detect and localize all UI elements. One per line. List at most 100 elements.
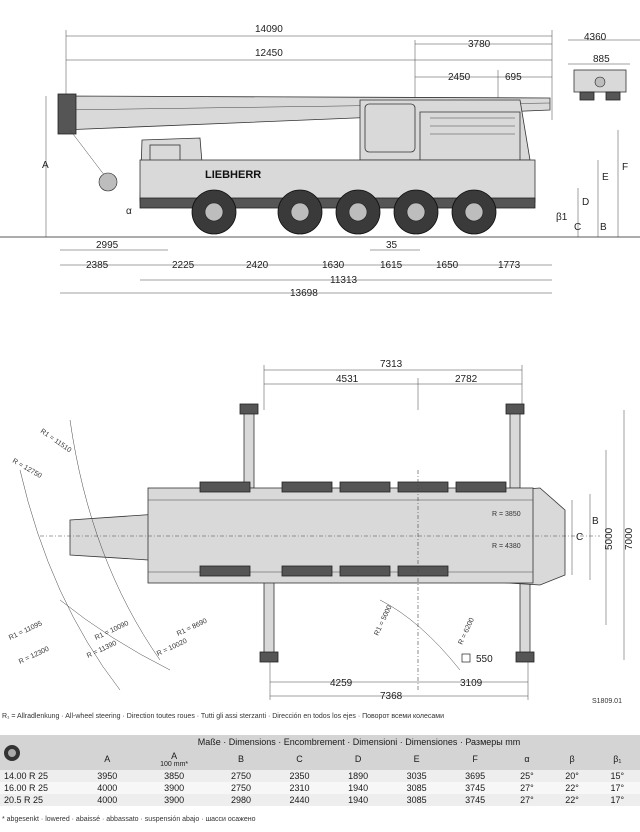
- table-cell: 22°: [549, 782, 595, 794]
- dim-2225: 2225: [172, 260, 195, 271]
- dim-2420: 2420: [246, 260, 269, 271]
- dim-13698: 13698: [290, 288, 318, 299]
- dim-2995: 2995: [96, 240, 119, 251]
- table-cell: 17°: [594, 794, 640, 806]
- operator-cab: [364, 103, 416, 153]
- table-cell: 25°: [504, 770, 550, 782]
- dimensions-table: Maße · Dimensions · Encombrement · Dimen…: [0, 735, 640, 806]
- dim-1615: 1615: [380, 260, 403, 271]
- col-header: C: [270, 748, 329, 770]
- table-cell: 3850: [136, 770, 212, 782]
- col-header: B: [211, 748, 271, 770]
- radius-r-3850: R = 3850: [492, 511, 521, 518]
- table-cell: 3900: [136, 782, 212, 794]
- dim-12450: 12450: [255, 48, 283, 59]
- radius-r1-11510: R1 = 11510: [39, 428, 72, 454]
- width-7000: 7000: [624, 527, 635, 550]
- table-cell: 3745: [445, 782, 505, 794]
- table-cell: 15°: [594, 770, 640, 782]
- dim-7313: 7313: [380, 359, 403, 370]
- drawing-id: S1809.01: [592, 698, 622, 705]
- table-row: 16.00 R 25 4000 3900 2750 2310 1940 3085…: [0, 782, 640, 794]
- radius-r1-5000: R1 = 5000: [373, 604, 393, 637]
- tire-size: 14.00 R 25: [0, 770, 78, 782]
- dim-label-E: E: [602, 172, 609, 183]
- table-cell: 3085: [387, 794, 446, 806]
- dim-11313: 11313: [330, 275, 358, 286]
- radius-r-10020: R = 10020: [156, 638, 189, 658]
- dim-695: 695: [505, 72, 522, 83]
- top-view-bottom-dimensions: 4259 3109 7368 550: [269, 653, 529, 702]
- footnote: * abgesenkt · lowered · abaissé · abbass…: [2, 816, 256, 823]
- table-row: 14.00 R 25 3950 3850 2750 2350 1890 3035…: [0, 770, 640, 782]
- table-cell: 2750: [211, 782, 271, 794]
- outrigger-pad-symbol: [461, 653, 471, 663]
- hook-block: [98, 172, 118, 192]
- dim-label-F: F: [622, 162, 628, 173]
- tire-size: 16.00 R 25: [0, 782, 78, 794]
- radius-r-12750: R = 12750: [11, 458, 43, 480]
- dim-label-A: A: [42, 160, 49, 171]
- dim-label-D: D: [582, 197, 589, 208]
- dim-label-B: B: [600, 222, 607, 233]
- dim-3109: 3109: [460, 678, 483, 689]
- col-header: D: [328, 748, 388, 770]
- radius-r-12300: R = 12300: [18, 646, 51, 666]
- front-view-sketch: [573, 69, 627, 101]
- radius-r-11390: R = 11390: [86, 640, 118, 660]
- table-cell: 20°: [549, 770, 595, 782]
- table-cell: 22°: [549, 794, 595, 806]
- table-cell: 2980: [211, 794, 271, 806]
- table-cell: 17°: [594, 782, 640, 794]
- legend-text: R₁ = Allradlenkung · All-wheel steering …: [2, 713, 445, 720]
- table-cell: 3035: [387, 770, 446, 782]
- tire-header: [0, 735, 78, 770]
- tire-icon: [4, 744, 20, 761]
- dim-35: 35: [386, 240, 398, 251]
- dim-2450: 2450: [448, 72, 471, 83]
- crane-top-view: [40, 470, 600, 690]
- brand-logo: LIEBHERR: [205, 169, 261, 181]
- col-header: β: [549, 748, 595, 770]
- col-header: A: [78, 748, 137, 770]
- table-cell: 4000: [78, 794, 137, 806]
- dim-1650: 1650: [436, 260, 459, 271]
- dim-3780: 3780: [468, 39, 491, 50]
- table-title: Maße · Dimensions · Encombrement · Dimen…: [78, 735, 640, 748]
- table-cell: 3085: [387, 782, 446, 794]
- dim-label-beta1: β1: [556, 212, 568, 223]
- width-5000: 5000: [604, 527, 615, 550]
- table-cell: 2750: [211, 770, 271, 782]
- radius-r-4380: R = 4380: [492, 543, 521, 550]
- dim-7368: 7368: [380, 691, 403, 702]
- radius-r1-11095: R1 = 11095: [8, 620, 44, 642]
- table-cell: 2350: [270, 770, 329, 782]
- height-dimensions: A F E D C B α β1: [42, 96, 628, 237]
- width-label-C: C: [576, 532, 583, 543]
- table-cell: 3695: [445, 770, 505, 782]
- col-header: E: [387, 748, 446, 770]
- table-row: 20.5 R 25 4000 3900 2980 2440 1940 3085 …: [0, 794, 640, 806]
- col-header: α: [504, 748, 550, 770]
- dim-2385: 2385: [86, 260, 109, 271]
- radius-r1-8690: R1 = 8690: [176, 618, 209, 638]
- outriggers: [239, 403, 535, 663]
- table-cell: 1940: [328, 782, 388, 794]
- table-cell: 27°: [504, 794, 550, 806]
- dim-14090: 14090: [255, 24, 283, 35]
- dim-885: 885: [593, 54, 610, 65]
- dim-1773: 1773: [498, 260, 521, 271]
- dim-4531: 4531: [336, 374, 359, 385]
- radius-r-6200: R = 6200: [457, 617, 475, 646]
- radius-r1-10090: R1 = 10090: [94, 620, 130, 642]
- superstructure: [359, 99, 531, 161]
- table-cell: 4000: [78, 782, 137, 794]
- dim-label-C: C: [574, 222, 581, 233]
- width-label-B: B: [592, 516, 599, 527]
- col-header: F: [445, 748, 505, 770]
- dim-1630: 1630: [322, 260, 345, 271]
- dim-4360: 4360: [584, 32, 607, 43]
- table-cell: 2310: [270, 782, 329, 794]
- table-cell: 27°: [504, 782, 550, 794]
